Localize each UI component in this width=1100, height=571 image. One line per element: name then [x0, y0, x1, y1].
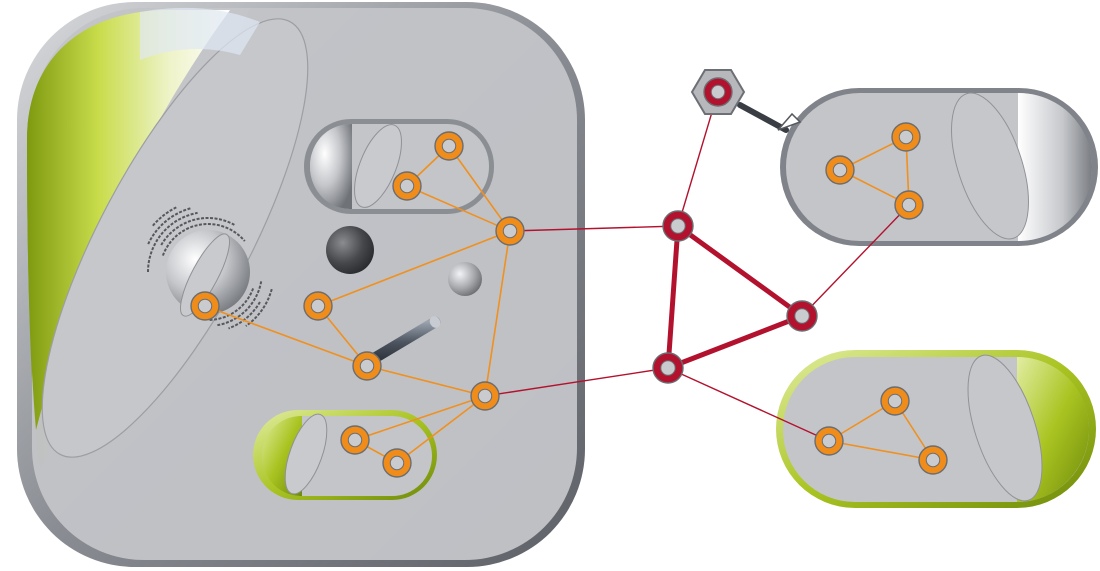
- node-n9[interactable]: [382, 448, 412, 478]
- dark-sphere: [326, 226, 374, 274]
- spinner-arc: [161, 223, 246, 256]
- hex-connector-arrow: [777, 112, 802, 131]
- node-n8[interactable]: [340, 425, 370, 455]
- hex-connector: [737, 102, 802, 133]
- node-n5[interactable]: [303, 291, 333, 321]
- node-r1[interactable]: [891, 122, 921, 152]
- spinner-ellipse: [180, 233, 230, 317]
- node-core: [821, 433, 837, 449]
- edge-h2-g1: [667, 367, 830, 442]
- edge-n4-n8: [354, 395, 486, 441]
- edge-n6-n7: [204, 305, 368, 367]
- spinner-arc: [245, 288, 273, 327]
- node-h2[interactable]: [652, 352, 684, 384]
- edge-h2-h3: [665, 313, 805, 371]
- inner-pill-bottom: [253, 410, 437, 500]
- node-core: [925, 452, 941, 468]
- edge-n1-n3: [448, 145, 511, 232]
- edge-n3-h1: [509, 225, 679, 232]
- node-r3[interactable]: [894, 190, 924, 220]
- light-sphere: [448, 262, 482, 296]
- node-core: [832, 162, 848, 178]
- node-core: [347, 432, 363, 448]
- spinner-arc: [152, 205, 179, 227]
- inner-pill-bottom-ellipse: [284, 413, 328, 495]
- node-core: [441, 138, 457, 154]
- node-n1[interactable]: [434, 131, 464, 161]
- node-n7[interactable]: [190, 291, 220, 321]
- spinner-arc: [160, 217, 236, 246]
- node-core: [359, 358, 375, 374]
- edge-n4-n6: [366, 365, 486, 397]
- inner-pill-top-dome: [310, 124, 352, 209]
- node-core: [710, 84, 726, 100]
- edge-h3-r3: [801, 204, 910, 317]
- main-panel-highlight: [140, 7, 260, 60]
- edge-n3-n5: [317, 230, 511, 307]
- spinner-arcs: [147, 205, 273, 330]
- node-h1[interactable]: [662, 210, 694, 242]
- node-core: [898, 129, 914, 145]
- node-core: [794, 308, 810, 324]
- node-g2[interactable]: [880, 386, 910, 416]
- spinner-arc: [217, 281, 263, 327]
- edge-n2-n3: [406, 185, 511, 232]
- node-core: [477, 388, 493, 404]
- node-core: [502, 223, 518, 239]
- spinner-arc: [207, 288, 255, 321]
- upper-right-panel: [780, 88, 1098, 246]
- node-g3[interactable]: [918, 445, 948, 475]
- node-n2[interactable]: [392, 171, 422, 201]
- nodes-layer: [190, 77, 948, 478]
- node-core: [399, 178, 415, 194]
- node-core: [197, 298, 213, 314]
- inner-pill-top: [304, 119, 494, 214]
- node-core: [389, 455, 405, 471]
- upper-right-panel-ellipse: [951, 92, 1029, 240]
- node-core: [901, 197, 917, 213]
- rod: [362, 316, 441, 368]
- lower-right-panel: [776, 350, 1096, 508]
- node-core: [660, 360, 676, 376]
- node-h3[interactable]: [786, 300, 818, 332]
- edge-n4-h2: [484, 367, 669, 397]
- spinner-arc: [228, 301, 261, 330]
- node-g1[interactable]: [814, 426, 844, 456]
- node-n4[interactable]: [470, 381, 500, 411]
- node-n6[interactable]: [352, 351, 382, 381]
- spinner-arc: [147, 207, 192, 245]
- node-core: [670, 218, 686, 234]
- spinner: [147, 205, 273, 330]
- edge-n4-n9: [396, 395, 486, 464]
- hex-connector-rod: [737, 102, 789, 133]
- spinner-arc: [147, 211, 198, 273]
- node-hx[interactable]: [703, 77, 733, 107]
- node-core: [310, 298, 326, 314]
- node-r2[interactable]: [825, 155, 855, 185]
- node-core: [887, 393, 903, 409]
- edge-n3-n4: [484, 230, 511, 397]
- edge-g1-g3: [828, 440, 934, 461]
- main-panel-green-bevel: [27, 10, 230, 430]
- inner-pill-top-ellipse: [354, 124, 402, 208]
- upper-right-panel-dome: [1018, 93, 1092, 241]
- edge-h1-h2: [665, 223, 681, 371]
- lower-right-panel-ellipse: [967, 354, 1043, 502]
- edge-h1-h3: [675, 223, 805, 319]
- node-n3[interactable]: [495, 216, 525, 246]
